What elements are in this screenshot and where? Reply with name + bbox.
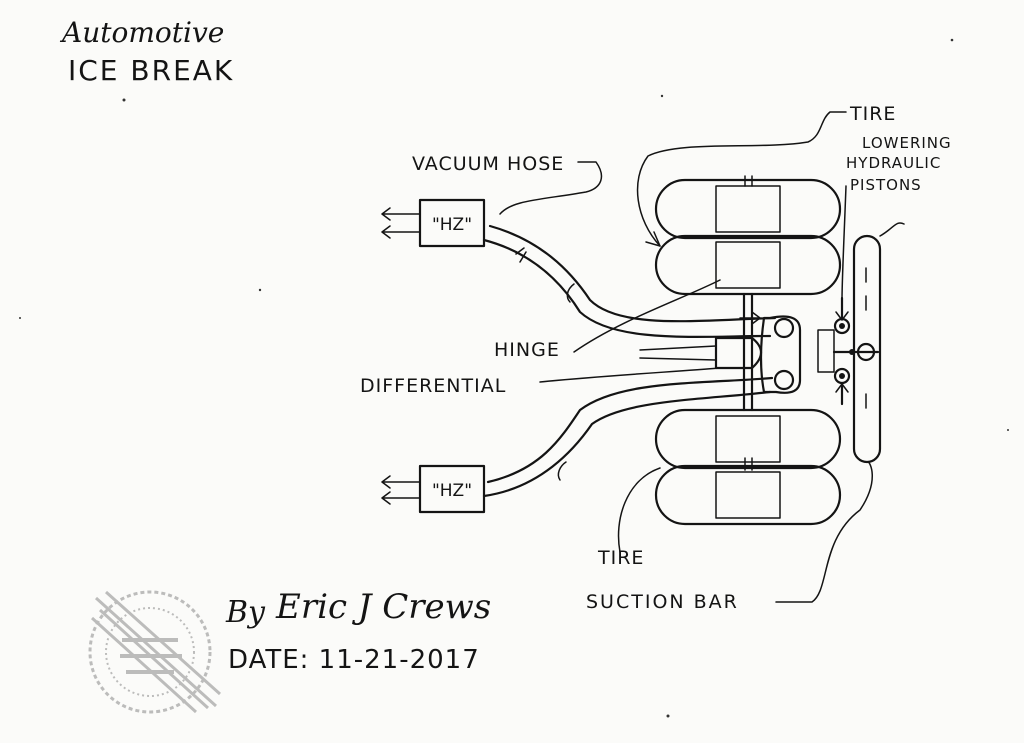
tire-top-outer [654, 178, 842, 240]
hydraulic-pistons [817, 296, 880, 406]
signature-name: Eric J Crews [275, 587, 491, 627]
signature-date: DATE: 11-21-2017 [228, 645, 480, 675]
label-hinge: HINGE [494, 339, 560, 361]
label-suction-bar: SUCTION BAR [586, 591, 739, 613]
hinge-pin-bottom [773, 369, 795, 391]
title-line1: Automotive [59, 16, 224, 49]
drive-shaft [639, 345, 717, 361]
hz-box-top [418, 198, 486, 248]
leader-lines [499, 111, 905, 603]
label-vacuum-hose: VACUUM HOSE [412, 153, 564, 175]
label-differential: DIFFERENTIAL [360, 375, 506, 397]
signature-block: By Eric J Crews DATE: 11-21-2017 [225, 587, 491, 675]
label-tire-bottom: TIRE [597, 547, 644, 569]
hinge-pin-top [773, 317, 795, 339]
hz-pump-top: "HZ" [381, 198, 486, 248]
tire-bottom-rim-2 [715, 471, 781, 519]
vacuum-hoses [482, 224, 777, 498]
hinge-bracket [759, 315, 802, 394]
tire-bottom-inner [654, 464, 842, 526]
scan-specks [19, 38, 1009, 718]
suction-bar [852, 234, 882, 464]
signature-by: By [225, 595, 266, 630]
tire-top-inner [654, 234, 842, 296]
title-line2: ICE BREAK [68, 54, 234, 87]
label-lowering-1: LOWERING [862, 134, 952, 152]
label-lowering-3: PISTONS [850, 176, 922, 194]
tire-top-rim-1 [715, 185, 781, 233]
tire-bottom-assembly [654, 408, 842, 526]
notary-seal-stamp [88, 590, 222, 714]
tire-top-assembly [654, 175, 842, 296]
tire-bottom-rim-1 [715, 415, 781, 463]
differential-housing [714, 336, 763, 370]
hz-box-bottom [418, 464, 486, 514]
hz-label-top: "HZ" [432, 215, 472, 235]
hz-pump-bottom: "HZ" [381, 464, 486, 514]
tire-top-rim-2 [715, 241, 781, 289]
tire-bottom-outer [654, 408, 842, 470]
label-lowering-2: HYDRAULIC [846, 154, 941, 172]
label-tire-top: TIRE [849, 103, 896, 125]
hz-label-bottom: "HZ" [432, 481, 472, 501]
